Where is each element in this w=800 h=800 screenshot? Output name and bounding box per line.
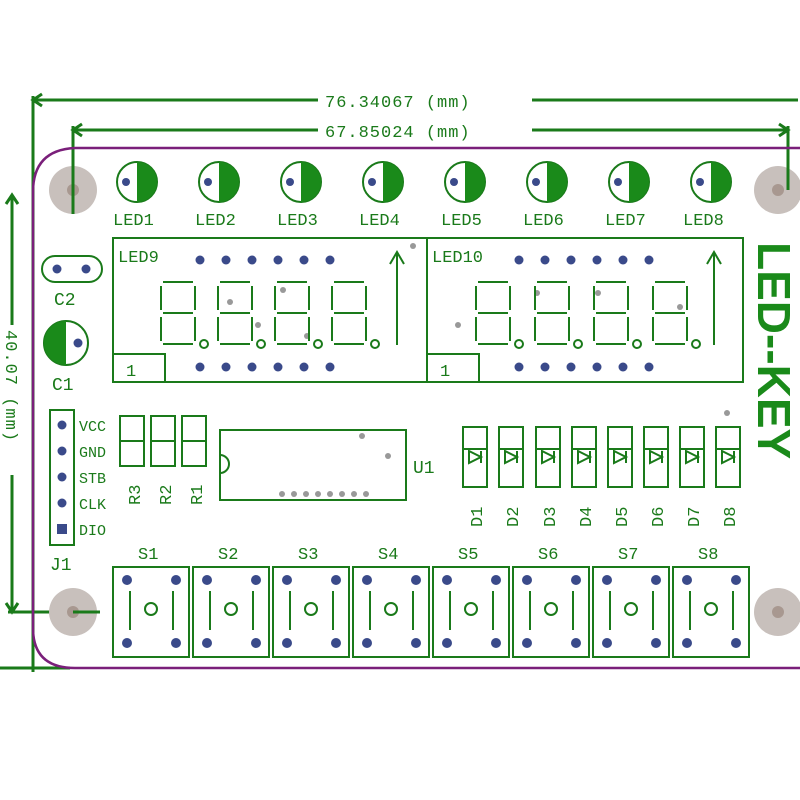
diode-row: D1 D2 D3 D4 D5 D6 D7 D8	[462, 410, 741, 527]
switch-label: S2	[218, 546, 238, 565]
diode-d3	[535, 426, 561, 488]
led-6-group: LED6	[523, 161, 568, 231]
switch-s2: S2	[192, 546, 270, 658]
pin1-label: 1	[440, 363, 450, 382]
outer-width-label: 76.34067 (mm)	[325, 94, 471, 113]
display-led9: LED9 1	[112, 237, 428, 383]
led-8-group: LED8	[683, 161, 732, 231]
switch-label: S7	[618, 546, 638, 565]
brand-label: LED--KEY	[748, 242, 800, 459]
led-row: LED1 LED2 LED3 LED4 LED5	[113, 161, 732, 231]
led-7-group: LED7	[605, 161, 650, 231]
diode-label: D6	[650, 507, 669, 527]
switch-label: S6	[538, 546, 558, 565]
switch-label: S3	[298, 546, 318, 565]
led-label: LED6	[523, 212, 564, 231]
switch-label: S1	[138, 546, 158, 565]
led-label: LED4	[359, 212, 400, 231]
capacitor-c2: C2	[41, 255, 103, 311]
switch-s8: S8	[672, 546, 750, 658]
connector-j1: VCC GND STB CLK DIO J1	[49, 409, 106, 576]
diode-label: D7	[686, 507, 705, 527]
display-label: LED9	[118, 249, 159, 268]
led-4-group: LED4	[359, 161, 404, 231]
capacitor-c1: C1	[43, 320, 89, 396]
diode-label: D8	[722, 507, 741, 527]
inner-width-label: 67.85024 (mm)	[325, 124, 471, 143]
switch-label: S4	[378, 546, 398, 565]
switch-s4: S4	[352, 546, 430, 658]
c2-label: C2	[54, 291, 76, 311]
pin-label-dio: DIO	[79, 523, 106, 540]
led-3-group: LED3	[277, 161, 322, 231]
diode-d1	[462, 426, 488, 488]
switch-label: S5	[458, 546, 478, 565]
led-label: LED3	[277, 212, 318, 231]
ic-u1: U1	[219, 429, 435, 501]
diode-d7	[679, 426, 705, 488]
pin-label-clk: CLK	[79, 497, 106, 514]
display-label: LED10	[432, 249, 483, 268]
c1-label: C1	[52, 376, 74, 396]
resistor-label-r2: R2	[158, 485, 177, 505]
pin-label-gnd: GND	[79, 445, 106, 462]
diode-d8	[715, 426, 741, 488]
led-label: LED7	[605, 212, 646, 231]
diode-d6	[643, 426, 669, 488]
diode-label: D1	[469, 507, 488, 527]
switch-s3: S3	[272, 546, 350, 658]
board-outline	[31, 146, 800, 670]
resistors	[119, 415, 207, 467]
led-label: LED5	[441, 212, 482, 231]
diode-label: D3	[542, 507, 561, 527]
display-led10: LED10 1	[426, 237, 744, 383]
diode-label: D4	[578, 507, 597, 527]
switch-s5: S5	[432, 546, 510, 658]
resistor-label-r3: R3	[127, 485, 146, 505]
height-label: 40.07 (mm)	[0, 330, 19, 442]
diode-label: D2	[505, 507, 524, 527]
resistor-label-r1: R1	[189, 485, 208, 505]
switch-row: S1 S2 S3 S4	[112, 546, 750, 658]
diode-label: D5	[614, 507, 633, 527]
pin-label-stb: STB	[79, 471, 106, 488]
u1-label: U1	[413, 459, 435, 479]
led-1-group: LED1	[113, 161, 158, 231]
led-label: LED8	[683, 212, 724, 231]
switch-s7: S7	[592, 546, 670, 658]
diode-d5	[607, 426, 633, 488]
mounting-hole-top-right	[754, 166, 800, 214]
led-label: LED1	[113, 212, 154, 231]
led-5-group: LED5	[441, 161, 486, 231]
pin-label-vcc: VCC	[79, 419, 106, 436]
j1-label: J1	[50, 556, 72, 576]
mounting-hole-bottom-right	[754, 588, 800, 636]
diode-d4	[571, 426, 597, 488]
led-label: LED2	[195, 212, 236, 231]
switch-s1: S1	[112, 546, 190, 658]
led-2-group: LED2	[195, 161, 240, 231]
diode-d2	[498, 426, 524, 488]
switch-label: S8	[698, 546, 718, 565]
pin1-label: 1	[126, 363, 136, 382]
switch-s6: S6	[512, 546, 590, 658]
